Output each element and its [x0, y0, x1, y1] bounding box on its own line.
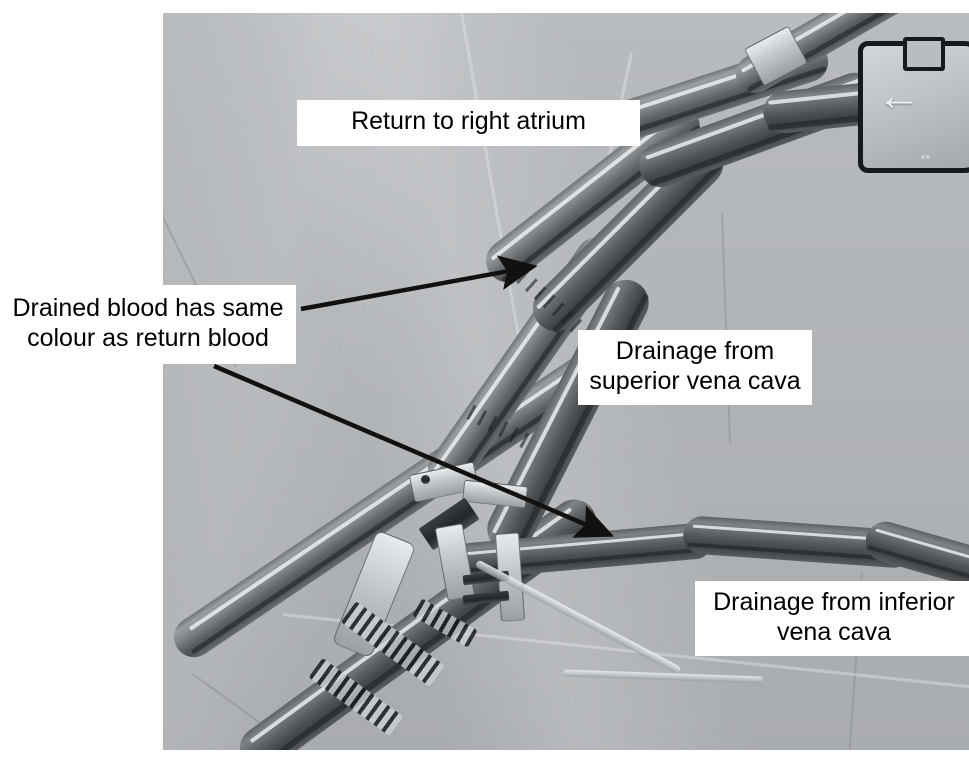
label-drainage-superior-vena-cava: Drainage from superior vena cava: [578, 330, 812, 405]
flow-direction-arrow-icon: ←: [877, 71, 921, 120]
label-line: Drainage from: [615, 337, 775, 365]
label-drained-blood-colour: Drained blood has same colour as return …: [0, 285, 296, 364]
label-line: Drainage from inferior: [713, 588, 955, 616]
label-return-to-right-atrium: Return to right atrium: [297, 100, 640, 146]
label-line: vena cava: [777, 617, 891, 646]
label-line: superior vena cava: [589, 366, 801, 395]
label-line: colour as return blood: [27, 323, 269, 352]
luer-connector-port: [421, 475, 430, 484]
flow-direction-device: ← ••: [858, 41, 969, 173]
label-line: Return to right atrium: [351, 107, 586, 136]
label-drainage-inferior-vena-cava: Drainage from inferior vena cava: [695, 581, 969, 656]
device-marking-text: ••: [921, 150, 931, 164]
device-latch-notch: [903, 37, 945, 71]
label-line: Drained blood has same: [12, 294, 284, 322]
